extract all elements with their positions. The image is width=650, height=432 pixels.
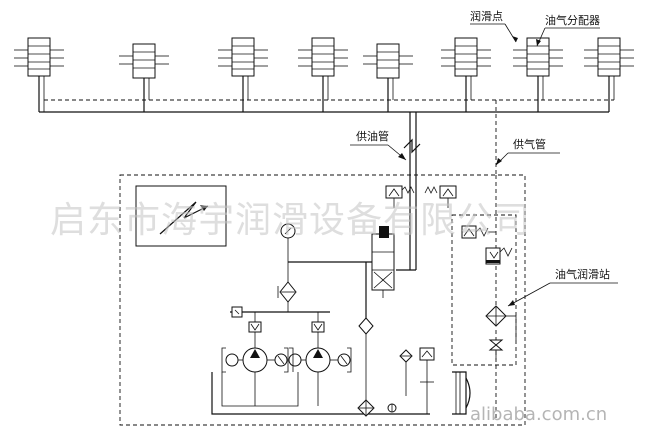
- tank-lines: [211, 262, 430, 415]
- distributor-block-4: [298, 37, 348, 77]
- distributor-block-1: [14, 37, 64, 77]
- pump-unit-1: [221, 312, 289, 373]
- pressure-gauge: [280, 223, 296, 262]
- station-enclosure: [119, 174, 526, 426]
- heater-element: [452, 371, 471, 415]
- air-unit-enclosure: [451, 214, 517, 366]
- distributor-block-8: [584, 37, 634, 77]
- label-air-oil-station: 油气润滑站: [555, 267, 610, 281]
- pressure-switch-a: [385, 185, 415, 208]
- distributor-block-3: [218, 37, 268, 77]
- distributor-block-5: [363, 43, 413, 79]
- oil-supply-pipe-line: [396, 112, 421, 271]
- label-oil-pipe-group: 供油管: [350, 129, 407, 161]
- label-station-group: 油气润滑站: [507, 267, 618, 307]
- site-watermark: alibaba.com.cn: [470, 404, 607, 425]
- company-watermark: 启东市海宇润滑设备有限公司: [50, 200, 531, 241]
- distributor-block-6: [441, 37, 491, 77]
- distributor-block-2: [119, 43, 169, 79]
- breather-filter: [399, 349, 413, 396]
- air-filter: [485, 305, 517, 340]
- oil-filter: [277, 262, 297, 312]
- pressure-switch-b: [424, 185, 457, 208]
- label-air-oil-distributor: 油气分配器: [545, 13, 600, 27]
- label-air-pipe-group: 供气管: [495, 137, 560, 166]
- electric-control-box: [135, 185, 227, 247]
- air-pressure-regulator: [485, 247, 513, 265]
- distributor-group: [14, 37, 634, 79]
- air-check-valve: [461, 225, 496, 239]
- label-oil-supply-pipe: 供油管: [356, 129, 389, 143]
- label-lube-point-group: 润滑点: [470, 9, 518, 43]
- drain-plug: [387, 403, 397, 413]
- label-lube-point: 润滑点: [470, 9, 503, 23]
- label-distributor-group: 油气分配器: [536, 13, 600, 47]
- label-air-supply-pipe: 供气管: [513, 137, 546, 151]
- pump-manifold: [230, 306, 330, 318]
- distributor-drop-lines: [38, 76, 615, 112]
- air-inlet-valve: [488, 339, 504, 360]
- cylinder-valve: [371, 226, 395, 298]
- level-indicator: [357, 399, 375, 417]
- level-switch: [419, 347, 435, 414]
- pump-unit-2: [288, 312, 352, 373]
